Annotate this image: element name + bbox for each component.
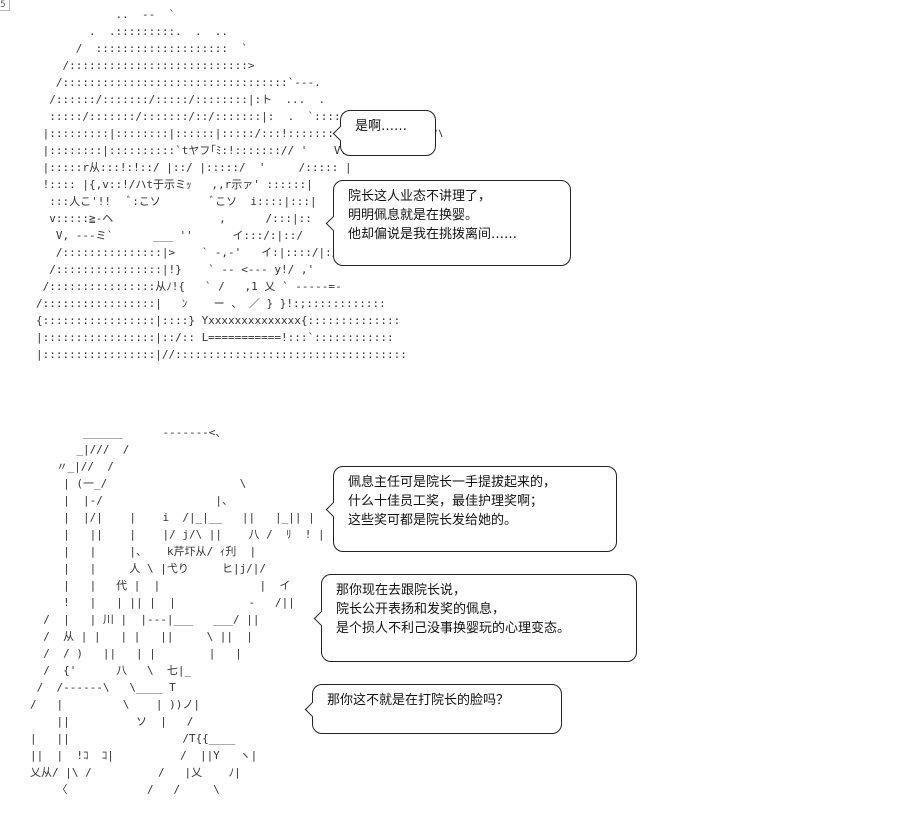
- speech-bubble-2: 院长这人业态不讲理了， 明明佩息就是在换婴。 他却偏说是我在挑拨离间……: [333, 180, 571, 266]
- bubble-line: 佩息主任可是院长一手提拔起来的，: [348, 475, 557, 490]
- ascii-art-character-bottom: ______ -------<、 _|/// / 〃_|// / | (一_/ …: [30, 426, 325, 796]
- bubble-line: 是个损人不利己没事换婴玩的心理变态。: [336, 621, 571, 636]
- speech-bubble-1: 是啊……: [340, 110, 436, 156]
- bubble-line: 院长公开表扬和发奖的佩息，: [336, 602, 506, 617]
- bubble-line: 什么十佳员工奖，最佳护理奖啊；: [348, 494, 544, 509]
- speech-bubble-3: 佩息主任可是院长一手提拔起来的， 什么十佳员工奖，最佳护理奖啊； 这些奖可都是院…: [333, 466, 617, 552]
- bubble-line: 院长这人业态不讲理了，: [348, 189, 492, 204]
- page-number-tab: 5: [0, 0, 10, 11]
- speech-bubble-5: 那你这不就是在打院长的脸吗？: [312, 684, 562, 734]
- bubble-line: 这些奖可都是院长发给她的。: [348, 513, 518, 528]
- bubble-line: 他却偏说是我在挑拨离间……: [348, 227, 518, 242]
- bubble-line: 是啊……: [355, 119, 408, 134]
- bubble-line: 那你这不就是在打院长的脸吗？: [327, 693, 510, 708]
- bubble-line: 那你现在去跟院长说，: [336, 583, 467, 598]
- bubble-line: 明明佩息就是在换婴。: [348, 208, 479, 223]
- speech-bubble-4: 那你现在去跟院长说， 院长公开表扬和发奖的佩息， 是个损人不利己没事换婴玩的心理…: [321, 574, 637, 662]
